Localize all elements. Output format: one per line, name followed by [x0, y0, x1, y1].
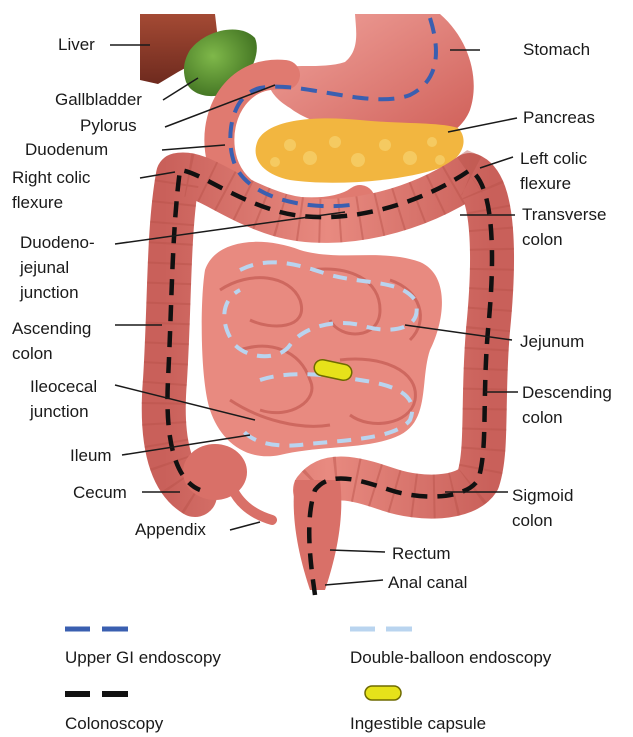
label-duodenum: Duodenum: [25, 137, 108, 162]
label-sigmoid-colon-line2: colon: [512, 508, 553, 533]
label-jejunum: Jejunum: [520, 329, 584, 354]
rectum-organ: [294, 480, 342, 590]
label-rectum: Rectum: [392, 541, 451, 566]
label-ileocecal-line1: Ileocecal: [30, 374, 97, 399]
appendix-organ: [232, 488, 272, 520]
legend-label-upper-gi: Upper GI endoscopy: [65, 648, 221, 668]
label-descending-colon-line1: Descending: [522, 380, 612, 405]
label-right-colic-flexure-line2: flexure: [12, 190, 63, 215]
label-descending-colon-line2: colon: [522, 405, 563, 430]
legend-label-double-balloon: Double-balloon endoscopy: [350, 648, 551, 668]
label-ascending-colon-line1: Ascending: [12, 316, 91, 341]
label-stomach: Stomach: [523, 37, 590, 62]
legend-swatch-capsule: [365, 686, 401, 700]
label-anal-canal: Anal canal: [388, 570, 467, 595]
label-duodenojejunal-line3: junction: [20, 280, 79, 305]
label-duodenojejunal-line2: jejunal: [20, 255, 69, 280]
legend-label-colonoscopy: Colonoscopy: [65, 714, 163, 734]
label-gallbladder: Gallbladder: [55, 87, 142, 112]
label-sigmoid-colon-line1: Sigmoid: [512, 483, 573, 508]
label-transverse-colon-line1: Transverse: [522, 202, 606, 227]
label-cecum: Cecum: [73, 480, 127, 505]
label-ileocecal-line2: junction: [30, 399, 89, 424]
label-duodenojejunal-line1: Duodeno-: [20, 230, 95, 255]
label-ileum: Ileum: [70, 443, 112, 468]
label-transverse-colon-line2: colon: [522, 227, 563, 252]
label-pancreas: Pancreas: [523, 105, 595, 130]
legend-label-capsule: Ingestible capsule: [350, 714, 486, 734]
label-liver: Liver: [58, 32, 95, 57]
label-ascending-colon-line2: colon: [12, 341, 53, 366]
label-left-colic-flexure-line2: flexure: [520, 171, 571, 196]
label-pylorus: Pylorus: [80, 113, 137, 138]
label-right-colic-flexure-line1: Right colic: [12, 165, 90, 190]
label-left-colic-flexure-line1: Left colic: [520, 146, 587, 171]
label-appendix: Appendix: [135, 517, 206, 542]
